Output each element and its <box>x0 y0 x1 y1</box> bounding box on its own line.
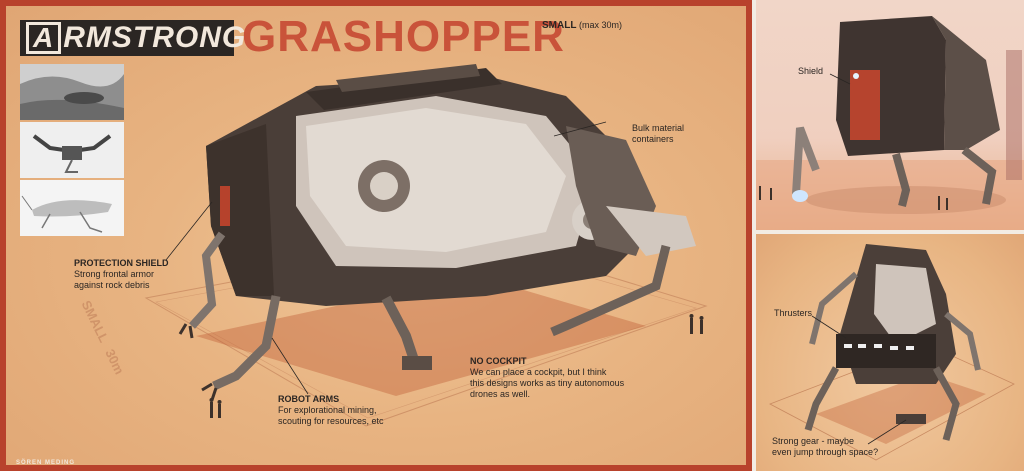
note-arms-text: For explorational mining, scouting for r… <box>278 405 384 426</box>
side-label-thrusters: Thrusters <box>774 308 813 318</box>
armstrong-logo: A RMSTRONG <box>20 20 245 56</box>
artist-credit: SÖREN MEDING <box>16 460 76 466</box>
size-extra: (max 30m) <box>576 20 622 30</box>
size-bold: SMALL <box>542 20 577 31</box>
note-shield-title: PROTECTION SHIELD <box>74 258 169 268</box>
page-title: GRASHOPPER <box>242 12 565 61</box>
main-panel: SMALL 30m A RMSTRONG GRASHOPPER SMALL (m… <box>0 0 752 471</box>
logo-text: RMSTRONG <box>63 21 247 54</box>
side-label-shield: Shield <box>798 66 824 76</box>
reference-thumbnails <box>20 64 124 238</box>
note-cockpit-text: We can place a cockpit, but I think this… <box>470 367 625 399</box>
note-robot-arms: ROBOT ARMS For explorational mining, sco… <box>278 394 384 427</box>
note-cockpit-title: NO COCKPIT <box>470 356 527 366</box>
side-panel-rear-view: Thrusters Strong gear - maybe even jump … <box>756 234 1024 471</box>
logo-initial: A <box>26 22 62 54</box>
side-label-gear: Strong gear - maybe even jump through sp… <box>772 436 879 457</box>
front-view-illustration <box>756 16 1024 230</box>
side-panel-front-view: Shield <box>756 0 1024 230</box>
note-no-cockpit: NO COCKPIT We can place a cockpit, but I… <box>470 356 624 400</box>
main-artwork: SMALL 30m A RMSTRONG GRASHOPPER SMALL (m… <box>6 6 746 465</box>
note-bulk-containers: Bulk material containers <box>632 112 684 145</box>
note-shield-text: Strong frontal armor against rock debris <box>74 269 155 290</box>
note-arms-title: ROBOT ARMS <box>278 394 340 404</box>
note-bulk-text: Bulk material containers <box>632 123 685 144</box>
thumbnail-robot-arms <box>20 122 124 178</box>
robot-illustration <box>144 64 708 427</box>
thumbnail-grasshopper-sketch <box>20 180 124 236</box>
thumbnail-rock-grasshopper <box>20 64 124 120</box>
note-protection-shield: PROTECTION SHIELD Strong frontal armor a… <box>74 258 169 291</box>
rear-view-illustration <box>769 244 1015 461</box>
size-label: SMALL (max 30m) <box>542 20 622 31</box>
